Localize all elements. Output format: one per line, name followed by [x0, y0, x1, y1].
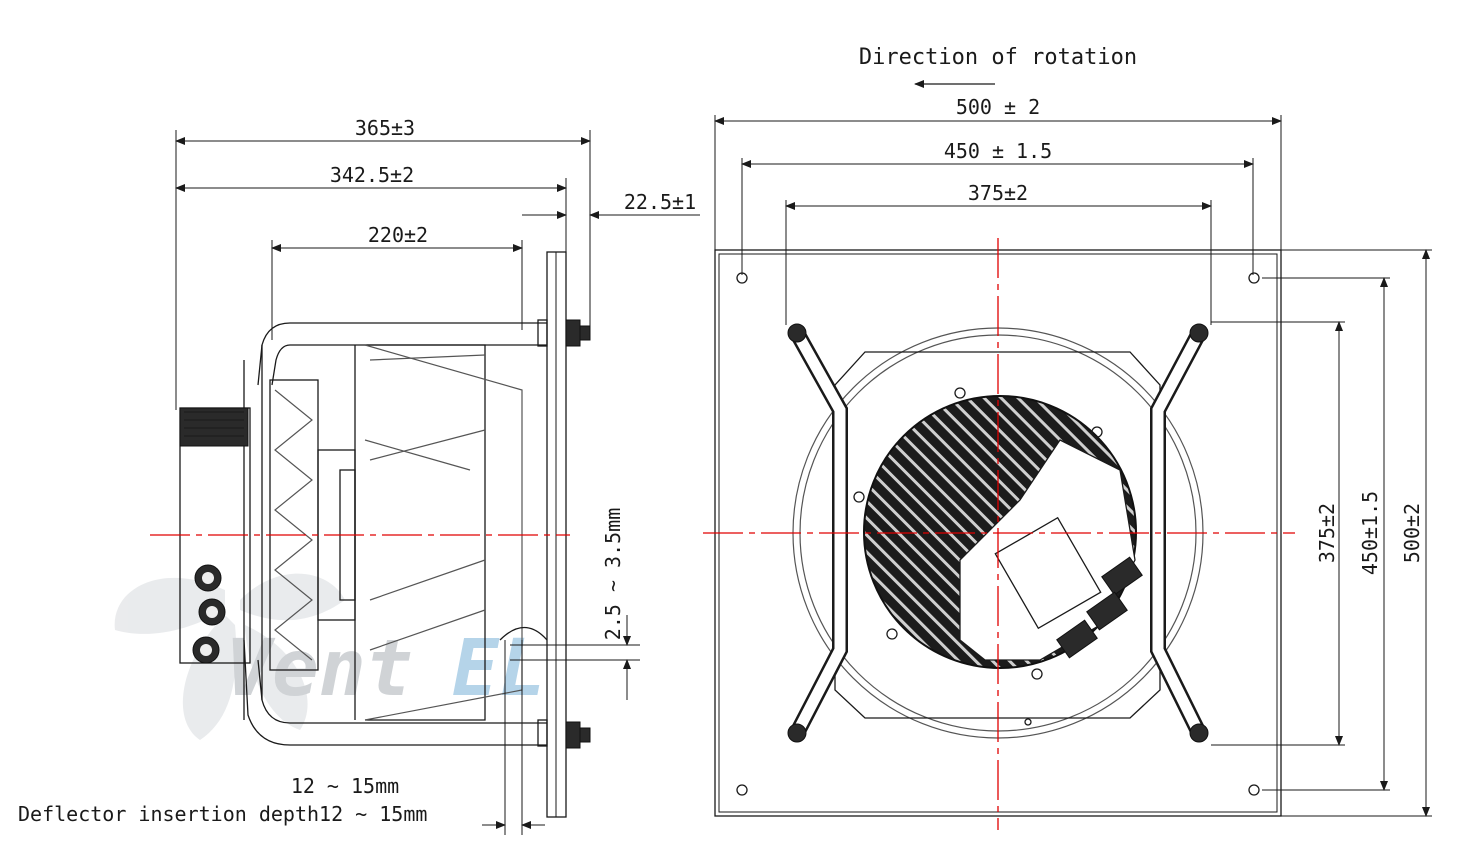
side-view: 365±3 342.5±2 22.5±1 220±2 2.5 ~ 3.5mm 1… [18, 116, 700, 835]
label-450-v: 450±1.5 [1358, 491, 1382, 575]
mount-hole-bl [736, 784, 748, 796]
mount-hole-tr [1248, 272, 1260, 284]
fan-blade-icon [114, 573, 345, 740]
label-450-h: 450 ± 1.5 [944, 139, 1052, 163]
watermark-text-vent: Vent [225, 624, 413, 714]
mount-hole-br [1248, 784, 1260, 796]
handle-left [787, 323, 848, 743]
label-deflector-note: Deflector insertion depth12 ~ 15mm [18, 802, 427, 826]
rotation-title: Direction of rotation [859, 45, 1137, 70]
mount-hole-tl [736, 272, 748, 284]
label-500-h: 500 ± 2 [956, 95, 1040, 119]
cable-gland-2 [198, 598, 226, 626]
front-cable-glands [1056, 556, 1143, 659]
label-342: 342.5±2 [330, 163, 414, 187]
watermark-text-el: EL [452, 624, 546, 714]
front-view: Direction of rotation 500 ± 2 450 ± 1.5 … [703, 45, 1432, 830]
screw-heads [853, 387, 1103, 726]
label-plate [994, 516, 1102, 630]
label-365: 365±3 [355, 116, 415, 140]
electronics-module [959, 439, 1136, 661]
label-375-h: 375±2 [968, 181, 1028, 205]
label-insertion: 12 ~ 15mm [291, 774, 399, 798]
cable-gland-1 [194, 564, 222, 592]
label-22: 22.5±1 [624, 190, 696, 214]
cable-gland-3 [192, 636, 220, 664]
label-gap: 2.5 ~ 3.5mm [601, 508, 625, 640]
handle-right [1150, 323, 1209, 743]
label-375-v: 375±2 [1315, 503, 1339, 563]
label-220: 220±2 [368, 223, 428, 247]
label-500-v: 500±2 [1400, 503, 1424, 563]
watermark-logo: Vent EL [114, 573, 546, 740]
